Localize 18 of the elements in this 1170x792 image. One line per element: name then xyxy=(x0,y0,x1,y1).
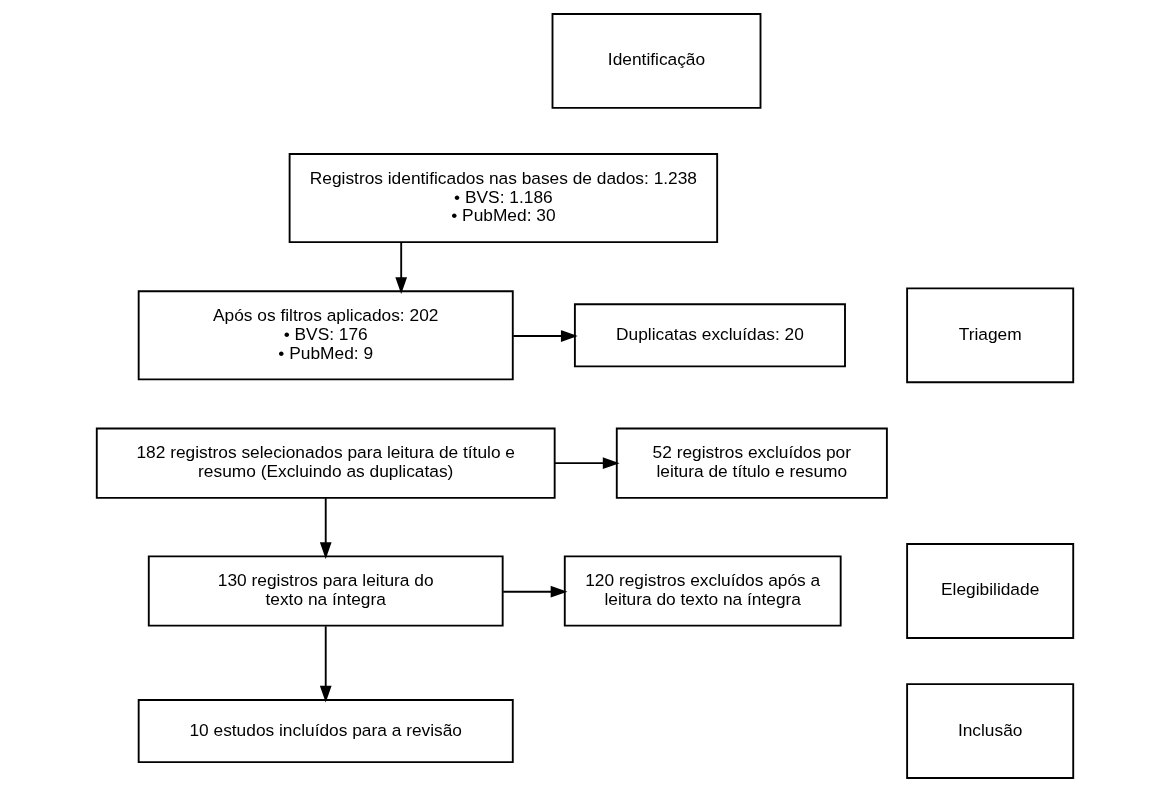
arrow xyxy=(319,625,332,703)
node-box: Duplicatas excluídas: 20 xyxy=(573,303,846,368)
node-box: 10 estudos incluídos para a revisão xyxy=(137,699,514,764)
node-box: Inclusão xyxy=(906,683,1075,779)
node-box: Elegibilidade xyxy=(906,543,1075,639)
node-box: 130 registros para leitura do texto na íntegra xyxy=(147,555,504,627)
node-box: 182 registros selecionados para leitura de título e resumo (Excluindo as duplicatas) xyxy=(95,427,556,499)
arrow xyxy=(395,241,408,295)
node-box: Registros identificados nas bases de dados: 1.238 • BVS: 1.186 • PubMed: 30 xyxy=(288,153,719,244)
node-box: Triagem xyxy=(906,287,1075,384)
arrow xyxy=(512,330,578,342)
node-box: Identificação xyxy=(551,13,762,109)
arrow xyxy=(502,585,568,598)
node-box: 52 registros excluídos por leitura de título e resumo xyxy=(615,427,888,499)
node-box: 120 registros excluídos após a leitura do texto na íntegra xyxy=(563,555,842,627)
arrow xyxy=(319,497,332,559)
node-box: Após os filtros aplicados: 202 • BVS: 176 • PubMed: 9 xyxy=(137,290,514,381)
arrow xyxy=(554,457,620,470)
